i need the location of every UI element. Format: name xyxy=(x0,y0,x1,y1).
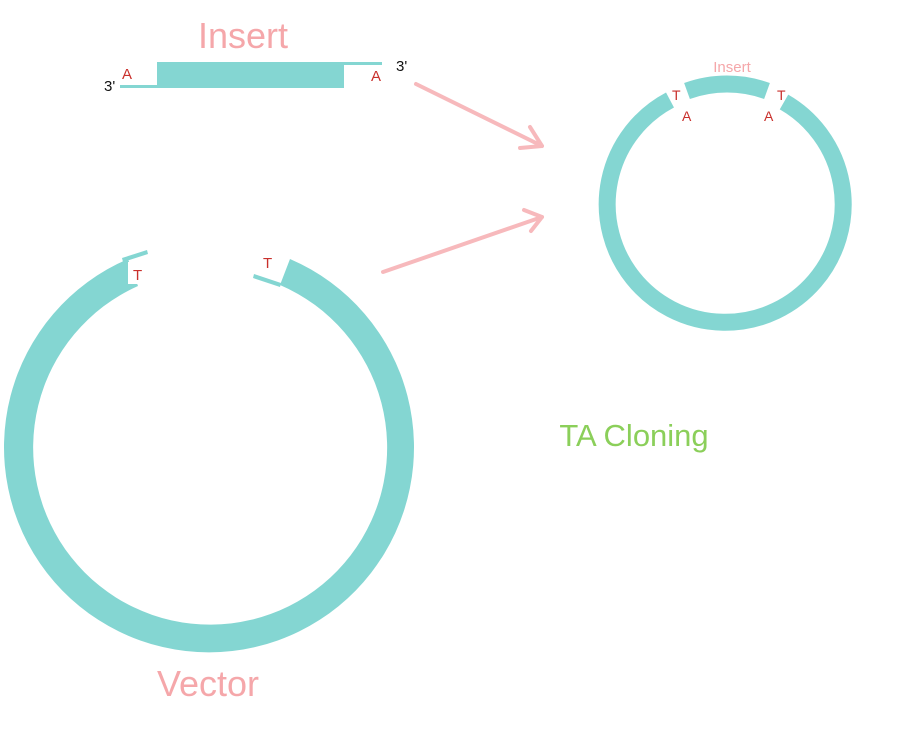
product-left-junction-t: T xyxy=(672,87,681,103)
arrow-insert-to-product xyxy=(414,82,544,150)
vector-left-t-overhang xyxy=(122,250,148,262)
product-insert-label: Insert xyxy=(713,59,751,76)
arrows xyxy=(381,82,544,274)
product-right-junction-t: T xyxy=(777,87,786,103)
insert-right-3prime-label: 3' xyxy=(396,58,407,75)
vector-ring xyxy=(4,259,414,653)
product-right-junction-a: A xyxy=(764,108,774,124)
arrow-vector-to-product xyxy=(381,208,544,274)
product-left-junction-a: A xyxy=(682,108,692,124)
insert-title: Insert xyxy=(198,15,288,56)
vector-right-t-overhang xyxy=(253,274,281,287)
insert-duplex-body xyxy=(157,63,344,88)
product-ring xyxy=(598,92,852,331)
insert-left-3prime-label: 3' xyxy=(104,78,115,95)
insert-right-a-overhang: A xyxy=(371,68,381,85)
diagram-caption: TA Cloning xyxy=(559,418,708,453)
recombinant-plasmid: Insert T A T A xyxy=(598,59,852,331)
vector-plasmid: T T Vector xyxy=(4,250,414,704)
insert-left-a-overhang: A xyxy=(122,66,132,83)
product-insert-segment xyxy=(684,75,770,100)
insert-fragment: Insert 3' A A 3' xyxy=(104,15,407,95)
vector-left-t-label: T xyxy=(133,267,142,284)
vector-right-t-label: T xyxy=(263,255,272,272)
vector-title: Vector xyxy=(157,663,259,704)
vector-left-notch xyxy=(128,262,150,284)
